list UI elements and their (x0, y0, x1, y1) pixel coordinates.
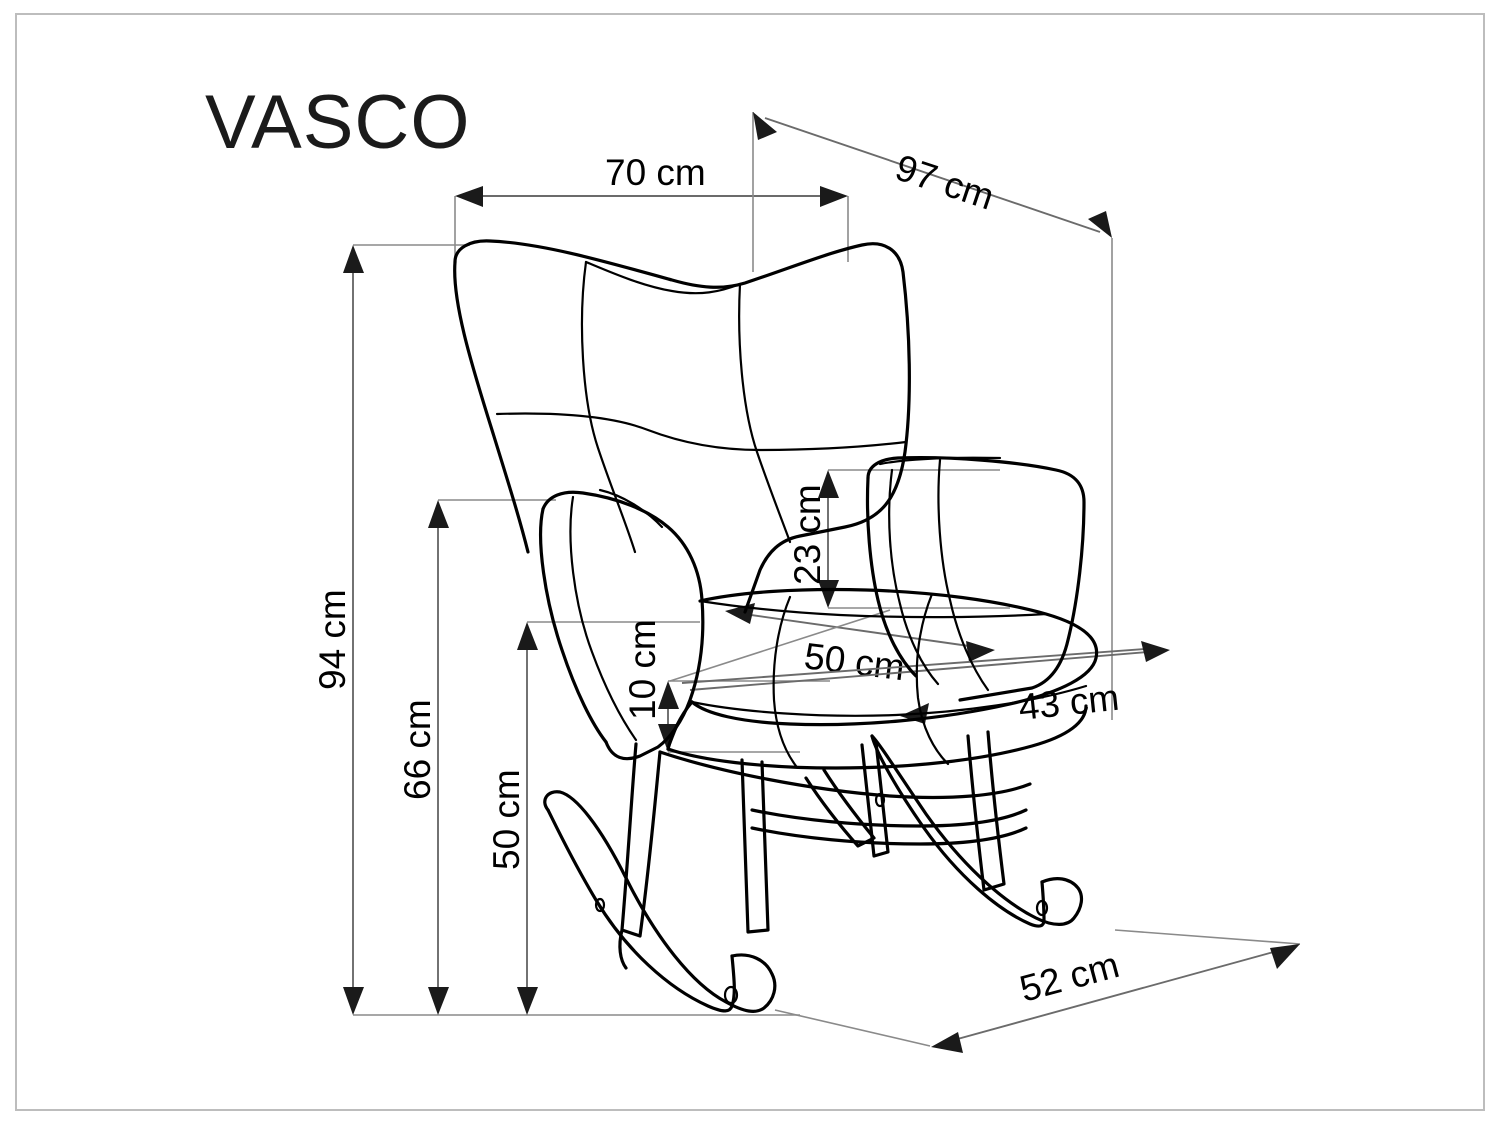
page-title: VASCO (205, 80, 470, 165)
dimension-width-top: 70 cm (454, 152, 849, 262)
runner-screw-hole-rear-upper (874, 792, 886, 808)
arrowhead-upper (753, 112, 777, 140)
dimension-label-94cm: 94 cm (312, 589, 353, 690)
chair-rocker-runners (543, 734, 1084, 1013)
arrowhead-top (517, 622, 538, 650)
arrowhead-bottom (428, 987, 449, 1015)
dimension-label-52cm: 52 cm (1015, 944, 1123, 1010)
dimension-label-66cm: 66 cm (397, 699, 438, 800)
dimension-label-70cm: 70 cm (605, 152, 706, 193)
dimension-armrest-height: 23 cm (787, 469, 1010, 609)
arrowhead-bottom (818, 580, 839, 608)
dimension-label-50cm-height: 50 cm (486, 769, 527, 870)
arrowhead-right (820, 186, 848, 207)
chair-frame-legs (618, 730, 1032, 970)
arrowhead-top (818, 470, 839, 498)
page-border (15, 13, 1485, 1111)
runner-screw-hole-front-upper (594, 897, 606, 913)
arrowhead-bottom (343, 987, 364, 1015)
dimension-label-97cm: 97 cm (890, 147, 999, 218)
arrowhead-right (1270, 944, 1300, 969)
arrowhead-left (931, 1032, 963, 1053)
dimension-back-height: 66 cm (397, 499, 556, 1015)
dimension-total-height: 94 cm (312, 244, 800, 1016)
dimension-base-depth: 52 cm (774, 929, 1301, 1053)
arrowhead-bottom (517, 987, 538, 1015)
arrowhead-right (1141, 641, 1170, 662)
arrowhead-right (966, 641, 995, 662)
arrowhead-left (455, 186, 483, 207)
chair-seat-cushion (666, 587, 1099, 770)
arrowhead-top (428, 500, 449, 528)
arrowhead-lower (1088, 211, 1112, 238)
arrowhead-top (343, 245, 364, 273)
dimension-seat-height: 50 cm (486, 621, 700, 1015)
chair-backrest (453, 239, 911, 614)
dimension-label-10cm: 10 cm (622, 619, 663, 720)
runner-screw-hole-rear (1035, 899, 1049, 917)
dimension-depth-diagonal: 97 cm (752, 112, 1113, 720)
arrowhead-top (658, 681, 679, 709)
runner-screw-hole-front (723, 985, 739, 1005)
chair-armrest-right (865, 456, 1086, 702)
